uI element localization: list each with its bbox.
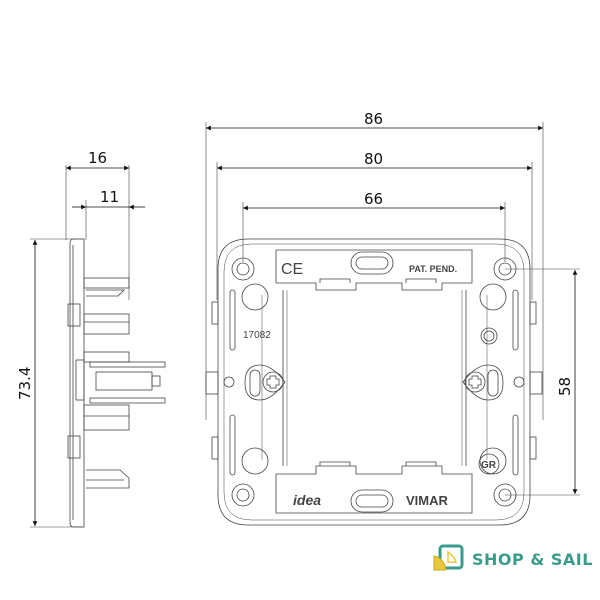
dim-side-depth-total: 16 (88, 149, 107, 167)
watermark-text: SHOP & SAIL (472, 549, 593, 569)
dim-side-depth-body: 11 (100, 188, 119, 206)
patent-mark: PAT. PEND. (409, 264, 457, 274)
brand-idea: idea (293, 492, 321, 508)
dim-front-width-outer: 86 (364, 110, 383, 128)
side-view (30, 165, 166, 528)
shop-and-sail-logo: SHOP & SAIL (432, 544, 593, 574)
front-view (205, 122, 580, 526)
dim-front-hole-spacing: 58 (556, 377, 574, 396)
gr-mark: GR (481, 460, 497, 471)
code-mark: 17082 (243, 330, 271, 341)
dim-front-width-mid: 80 (364, 150, 383, 168)
brand-vimar: VIMAR (406, 493, 449, 508)
sail-logo-icon (433, 544, 464, 571)
ce-mark: CE (281, 261, 303, 278)
dim-front-width-inner: 66 (364, 190, 383, 208)
dim-side-height: 73.4 (16, 367, 34, 400)
